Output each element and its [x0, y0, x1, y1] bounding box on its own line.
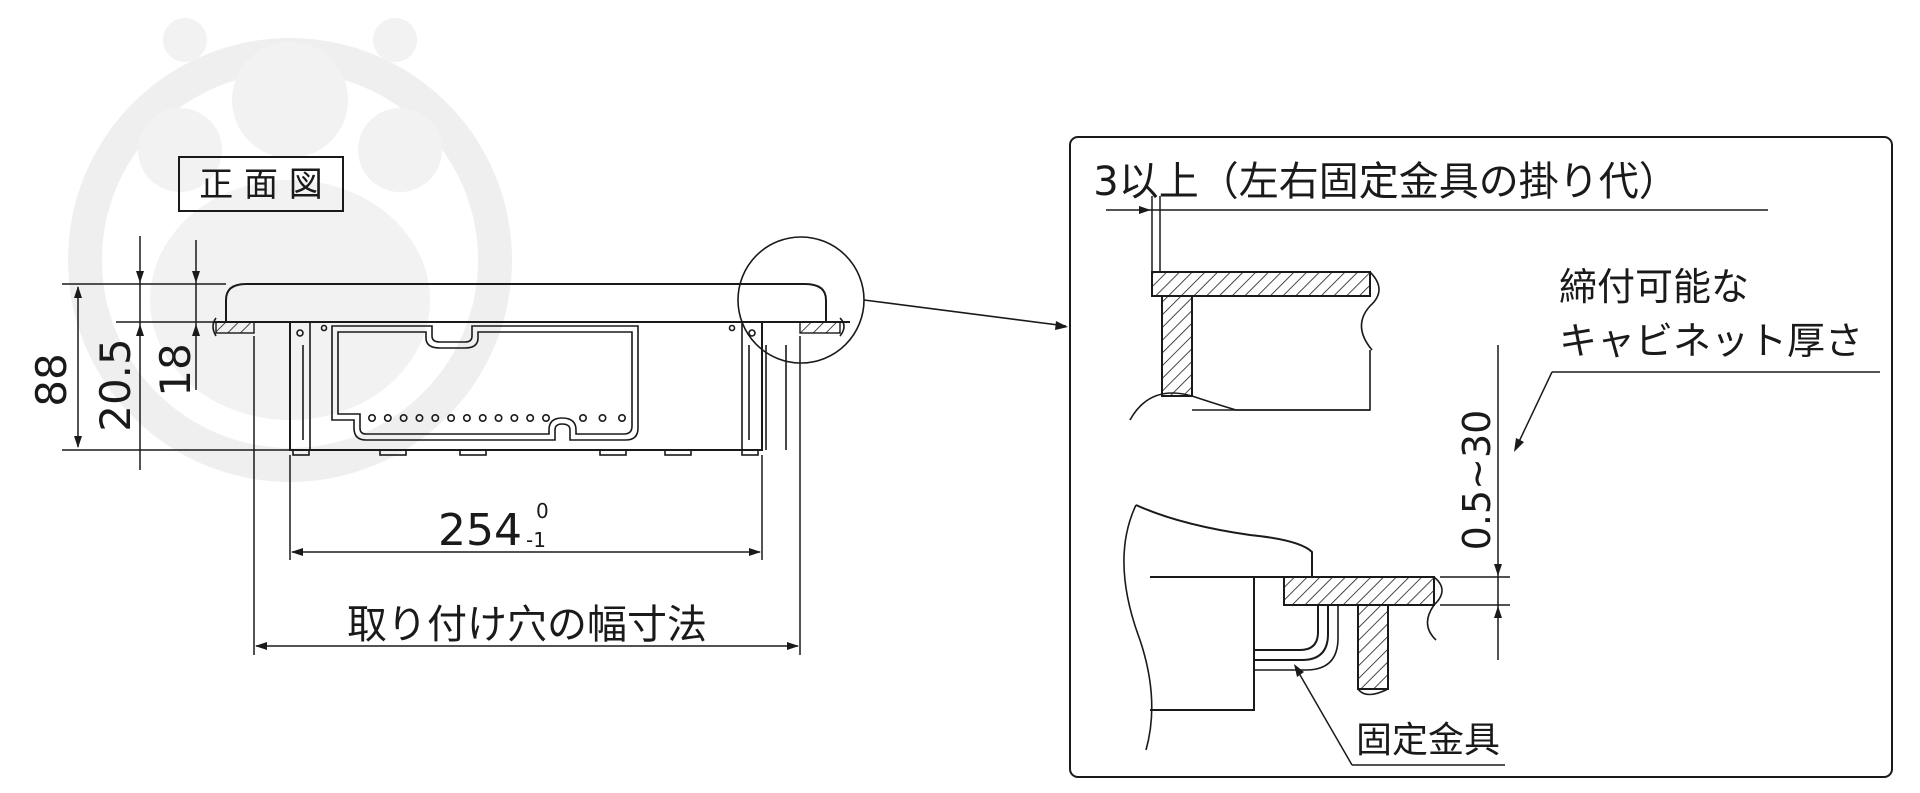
- dimension-254-label: 254: [438, 505, 522, 556]
- vent-hole: [431, 413, 440, 422]
- front-view: 正 面 図: [27, 156, 1068, 655]
- counter-section-left: [215, 321, 255, 334]
- cooktop-top-plate: [225, 283, 827, 323]
- vent-hole: [399, 413, 408, 422]
- vent-hole: [541, 413, 550, 422]
- detail-callout-circle: [737, 236, 865, 364]
- vent-hole: [510, 413, 519, 422]
- cooktop-edge-detail: [1135, 504, 1313, 578]
- vent-hole: [494, 413, 503, 422]
- vent-hole: [578, 413, 587, 422]
- counter-section-right: [799, 321, 841, 334]
- mounting-bracket: [1254, 605, 1319, 651]
- dimension-18-label: 18: [151, 343, 200, 396]
- detail-leader-line: [863, 299, 1067, 327]
- upper-cabinet-wall: [1161, 295, 1193, 397]
- overlap-label: 3以上（左右固定金具の掛り代）: [1093, 159, 1678, 205]
- dimension-88-label: 88: [27, 353, 76, 406]
- dimension-88: 88: [27, 283, 290, 451]
- thickness-label-line1: 締付可能な: [1559, 265, 1749, 309]
- front-view-title: 正 面 図: [199, 165, 323, 205]
- dimension-cutout-width: 取り付け穴の幅寸法: [253, 336, 801, 655]
- vent-hole: [526, 413, 535, 422]
- vent-hole: [367, 413, 376, 422]
- thickness-range-label: 0.5~30: [1455, 410, 1499, 551]
- dimension-20-5: 20.5: [91, 236, 226, 470]
- vent-hole: [462, 413, 471, 422]
- detail-view: 3以上（左右固定金具の掛り代） 締付可能な キャビネット厚さ 0.5~30: [1069, 136, 1893, 778]
- dimension-18: 18: [151, 240, 200, 397]
- control-panel: [331, 325, 639, 441]
- vent-hole: [478, 413, 487, 422]
- dimension-254: 254 0 -1: [289, 455, 763, 560]
- dimension-20-5-label: 20.5: [91, 338, 140, 432]
- dimension-cutout-label: 取り付け穴の幅寸法: [347, 602, 707, 648]
- front-view-title-box: [178, 156, 344, 212]
- bracket-label: 固定金具: [1356, 720, 1500, 761]
- vent-holes: [367, 413, 626, 422]
- dimension-254-tolerance-lower: -1: [526, 528, 546, 552]
- lower-cabinet-wall: [1357, 604, 1389, 690]
- vent-hole: [447, 413, 456, 422]
- thickness-label-line2: キャビネット厚さ: [1559, 319, 1863, 363]
- vent-hole: [617, 413, 626, 422]
- lower-counter-section: [1283, 576, 1435, 606]
- vent-hole: [383, 413, 392, 422]
- dimension-254-tolerance-upper: 0: [536, 499, 549, 523]
- detail-frame: [1069, 136, 1893, 778]
- vent-hole: [415, 413, 424, 422]
- vent-hole: [598, 413, 607, 422]
- upper-counter-section: [1151, 271, 1371, 297]
